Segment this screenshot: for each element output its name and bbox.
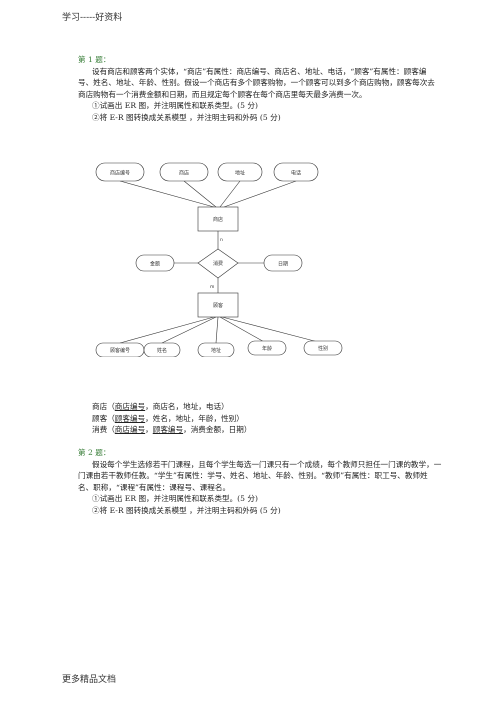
svg-text:商店: 商店 (213, 216, 223, 223)
store-attr-4: 电话 (273, 162, 319, 182)
svg-text:地址: 地址 (211, 347, 221, 354)
schema-consume-key-2: 顾客编号 (152, 425, 184, 434)
cardinality-m: m (210, 285, 214, 290)
store-attr-1: 商店编号 (95, 162, 145, 182)
svg-text:消费: 消费 (213, 260, 223, 267)
question-1: 第 1 题： 设有商店和顾客两个实体，“商店”有属性：商店编号、商店名、地址、电… (78, 54, 440, 123)
customer-attr-3: 地址 (197, 342, 235, 357)
svg-text:商店编号: 商店编号 (110, 170, 130, 177)
customer-attr-4: 年龄 (247, 340, 287, 356)
schema-customer: 顾客（顾客编号，姓名，地址，年龄，性别） (92, 413, 244, 423)
page-footer: 更多精品文档 (62, 675, 117, 685)
svg-text:年龄: 年龄 (262, 345, 272, 352)
svg-text:顾客: 顾客 (213, 302, 223, 309)
question-1-task-1: ①试画出 ER 图，并注明属性和联系类型。(5 分) (92, 101, 258, 110)
svg-text:地址: 地址 (235, 170, 245, 177)
svg-text:电话: 电话 (291, 170, 301, 177)
question-2-text: 假设每个学生选修若干门课程，且每个学生每选一门课只有一个成绩，每个教师只担任一门… (78, 459, 442, 492)
relationship-consume: 消费 (197, 248, 239, 279)
store-attr-2: 商店 (159, 162, 209, 182)
svg-text:性别: 性别 (318, 345, 328, 352)
svg-text:商店: 商店 (179, 170, 189, 177)
customer-entity: 顾客 (197, 292, 239, 318)
store-attr-3: 地址 (217, 162, 263, 182)
customer-attr-1: 顾客编号 (95, 342, 145, 357)
question-2-task-1: ①试画出 ER 图，并注明属性和联系类型。(5 分) (92, 494, 258, 503)
question-2: 第 2 题： 假设每个学生选修若干门课程，且每个学生每选一门课只有一个成绩，每个… (78, 447, 442, 516)
svg-text:金额: 金额 (150, 261, 160, 268)
relation-attr-amount: 金额 (135, 254, 175, 272)
question-2-task-2: ②将 E-R 图转换成关系模型 ，并注明主码和外码 (5 分) (92, 505, 281, 515)
store-entity: 商店 (197, 206, 239, 232)
cardinality-n: n (220, 238, 223, 243)
relational-schema: 商店（商店编号，商店名，地址，电话） 顾客（顾客编号，姓名，地址，年龄，性别） … (92, 401, 442, 436)
relation-attr-date: 日期 (263, 254, 303, 272)
page-header: 学习-----好资料 (62, 13, 123, 23)
schema-consume-key-1: 商店编号 (114, 425, 146, 434)
question-1-text: 设有商店和顾客两个实体，“商店”有属性：商店编号、商店名、地址、电话，“顾客”有… (78, 66, 435, 99)
customer-attr-5: 性别 (303, 340, 343, 356)
schema-customer-key: 顾客编号 (114, 413, 146, 423)
question-2-title: 第 2 题： (78, 448, 111, 457)
schema-store: 商店（商店编号，商店名，地址，电话） (92, 402, 229, 411)
customer-attr-2: 姓名 (143, 342, 181, 357)
svg-text:顾客编号: 顾客编号 (110, 347, 130, 354)
question-1-task-2: ②将 E-R 图转换成关系模型 ，并注明主码和外码 (5 分) (92, 112, 281, 122)
svg-text:姓名: 姓名 (157, 347, 167, 354)
er-diagram: 商店编号 商店 地址 电话 商店 n 消费 金额 日期 m 顾客 顾客编号 (95, 162, 343, 357)
schema-store-key: 商店编号 (114, 402, 146, 411)
schema-consume: 消费（商店编号，顾客编号，消费金额，日期） (92, 425, 252, 434)
question-1-title: 第 1 题： (78, 55, 111, 64)
svg-text:日期: 日期 (278, 262, 288, 268)
